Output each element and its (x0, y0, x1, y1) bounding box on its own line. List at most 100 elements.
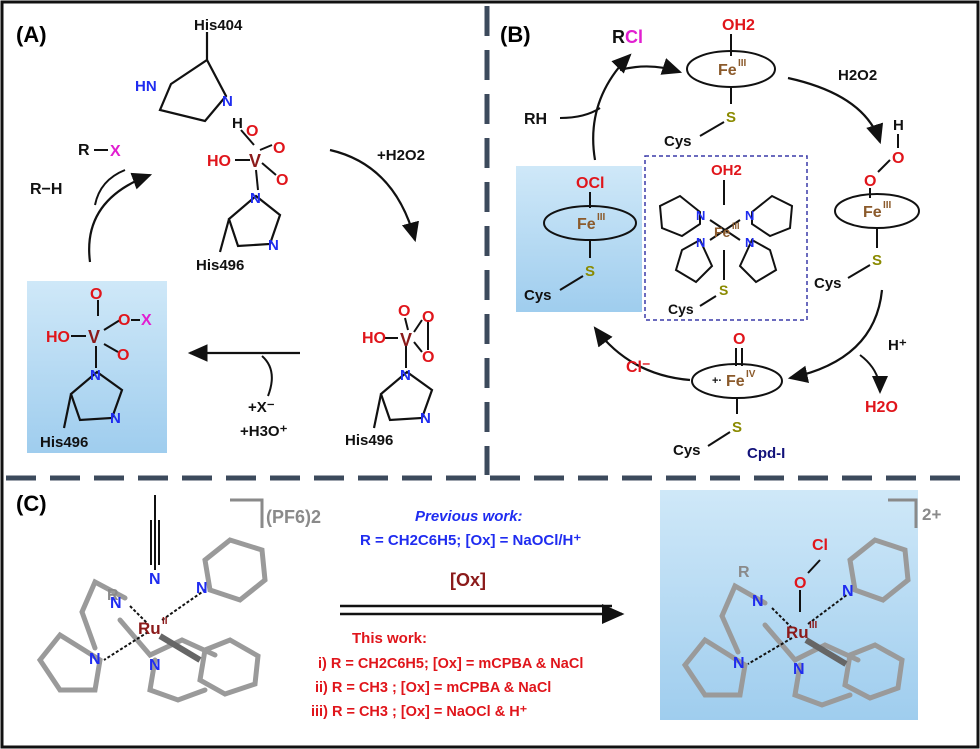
vanadate-hypohalite (71, 300, 121, 368)
heme-oh2: OH2 (711, 162, 742, 179)
pf6-label: (PF6)2 (266, 507, 321, 527)
heme-n4: N (745, 235, 754, 250)
rh-label-b: RH (524, 111, 547, 128)
arrow-rx-branch (94, 169, 126, 206)
h-plus-label: H⁺ (888, 337, 907, 354)
ru3-box (660, 490, 918, 720)
heme-n2: N (745, 208, 754, 223)
panel-a-label: (A) (16, 22, 47, 47)
fe-right-cys-bond (847, 264, 871, 279)
fe-right-s: S (872, 252, 882, 269)
cpd-cys: Cys (673, 442, 701, 459)
h3o-label: +H3O⁺ (240, 423, 288, 440)
h2o2-b-label: H2O2 (838, 67, 877, 84)
heme-cys-bond (699, 295, 717, 307)
h2o-label: H2O (865, 399, 898, 416)
rh-label: R−H (30, 181, 62, 198)
his496-right-n1: N (400, 367, 411, 384)
fe-left-cys: Cys (524, 287, 552, 304)
ru2-n-amine: N (110, 595, 122, 612)
panel-b: (B) R Cl RH OH2 Fe III S Cys H2O2 H O O … (500, 17, 920, 462)
this-line2: ii) R = CH3 ; [Ox] = mCPBA & NaCl (315, 680, 551, 696)
his404-n: N (222, 93, 233, 110)
fe-left-fe: Fe (577, 216, 596, 233)
v3-ox: O (118, 312, 130, 329)
his496-imidazole-right (372, 370, 434, 429)
ru2-ox: II (162, 616, 168, 627)
charge-label: 2+ (922, 505, 941, 524)
panel-a: (A) His404 HN N H O HO V O O N N His496 (16, 17, 434, 453)
rcl-cl: Cl (625, 27, 643, 47)
arrow-h2o2-b (787, 76, 884, 145)
x-minus-label: +X⁻ (248, 399, 275, 416)
fe-right-o2: O (864, 173, 876, 190)
fe-top-fe: Fe (718, 62, 737, 79)
v2-v: V (400, 330, 412, 350)
ru3-ru: Ru (786, 623, 809, 642)
ru3-cl: Cl (812, 537, 828, 554)
v2-o2: O (422, 349, 434, 366)
ru3-complex (681, 537, 911, 708)
v1-o1: O (246, 123, 258, 140)
ru2-bracket (230, 498, 264, 528)
heme-n1: N (696, 208, 705, 223)
cpd-label: Cpd-I (747, 445, 785, 462)
vanadate-peroxo (383, 317, 429, 368)
v3-o-top: O (90, 286, 102, 303)
arrow-h2o2 (329, 148, 419, 243)
v2-o-top: O (398, 303, 410, 320)
his496-imidazole-left (62, 370, 124, 429)
heme-s: S (719, 282, 728, 298)
his496-n1: N (250, 190, 261, 207)
prev-title: Previous work: (415, 508, 523, 525)
ru3-n-py1: N (842, 583, 854, 600)
arrow-right-down (787, 289, 884, 383)
cpd-fe: Fe (726, 373, 745, 390)
heme-box (644, 155, 808, 321)
arrow-h2o-branch (859, 354, 888, 394)
his496-imidazole-center (218, 194, 282, 253)
v2-ho: HO (362, 330, 386, 347)
ru3-n-amine: N (752, 593, 764, 610)
arrow-rcl (592, 53, 632, 161)
heme-fe-ox: III (732, 221, 740, 231)
fe-top-oh2: OH2 (722, 17, 755, 34)
cpd-o: O (733, 331, 745, 348)
rcl-r: R (612, 27, 625, 47)
v3-o-bot: O (117, 347, 129, 364)
fe-top-ox: III (738, 58, 747, 69)
ru2-complex (36, 537, 268, 703)
ru3-r: R (738, 564, 750, 581)
ru2-r: R (107, 587, 119, 604)
his496-label-center: His496 (196, 257, 244, 274)
prev-line: R = CH2C6H5; [Ox] = NaOCl/H⁺ (360, 532, 581, 549)
ru3-n-py2: N (733, 655, 745, 672)
his496-right-n2: N (420, 410, 431, 427)
ru3-n-amine2: N (793, 661, 805, 678)
panel-b-label: (B) (500, 22, 531, 47)
ru2-n-amine2: N (149, 657, 161, 674)
arrow-rh (559, 107, 601, 119)
ru2-n-py1: N (196, 580, 208, 597)
v1-ho: HO (207, 153, 231, 170)
cl-minus-label: Cl⁻ (626, 359, 650, 376)
arrow-x-curve (261, 355, 273, 397)
cpd-s: S (732, 419, 742, 436)
heme-porphyrin (658, 180, 794, 284)
h2o2-label: +H2O2 (377, 147, 425, 164)
this-line1: i) R = CH2C6H5; [Ox] = mCPBA & NaCl (318, 656, 583, 672)
v3-ho: HO (46, 329, 70, 346)
his496-left-n2: N (110, 410, 121, 427)
ru2-n-py2: N (89, 651, 101, 668)
heme-cys: Cys (668, 301, 694, 317)
v2-o1: O (422, 309, 434, 326)
his404-imidazole (158, 32, 228, 123)
v3-x: X (141, 312, 152, 329)
ru2-ru: Ru (138, 619, 161, 638)
his496-label-left: His496 (40, 434, 88, 451)
panel-c: (C) R N N N N N Ru II (PF6)2 Pre (16, 490, 941, 720)
this-line3: iii) R = CH3 ; [Ox] = NaOCl & H⁺ (311, 704, 528, 720)
his404-label: His404 (194, 17, 243, 34)
